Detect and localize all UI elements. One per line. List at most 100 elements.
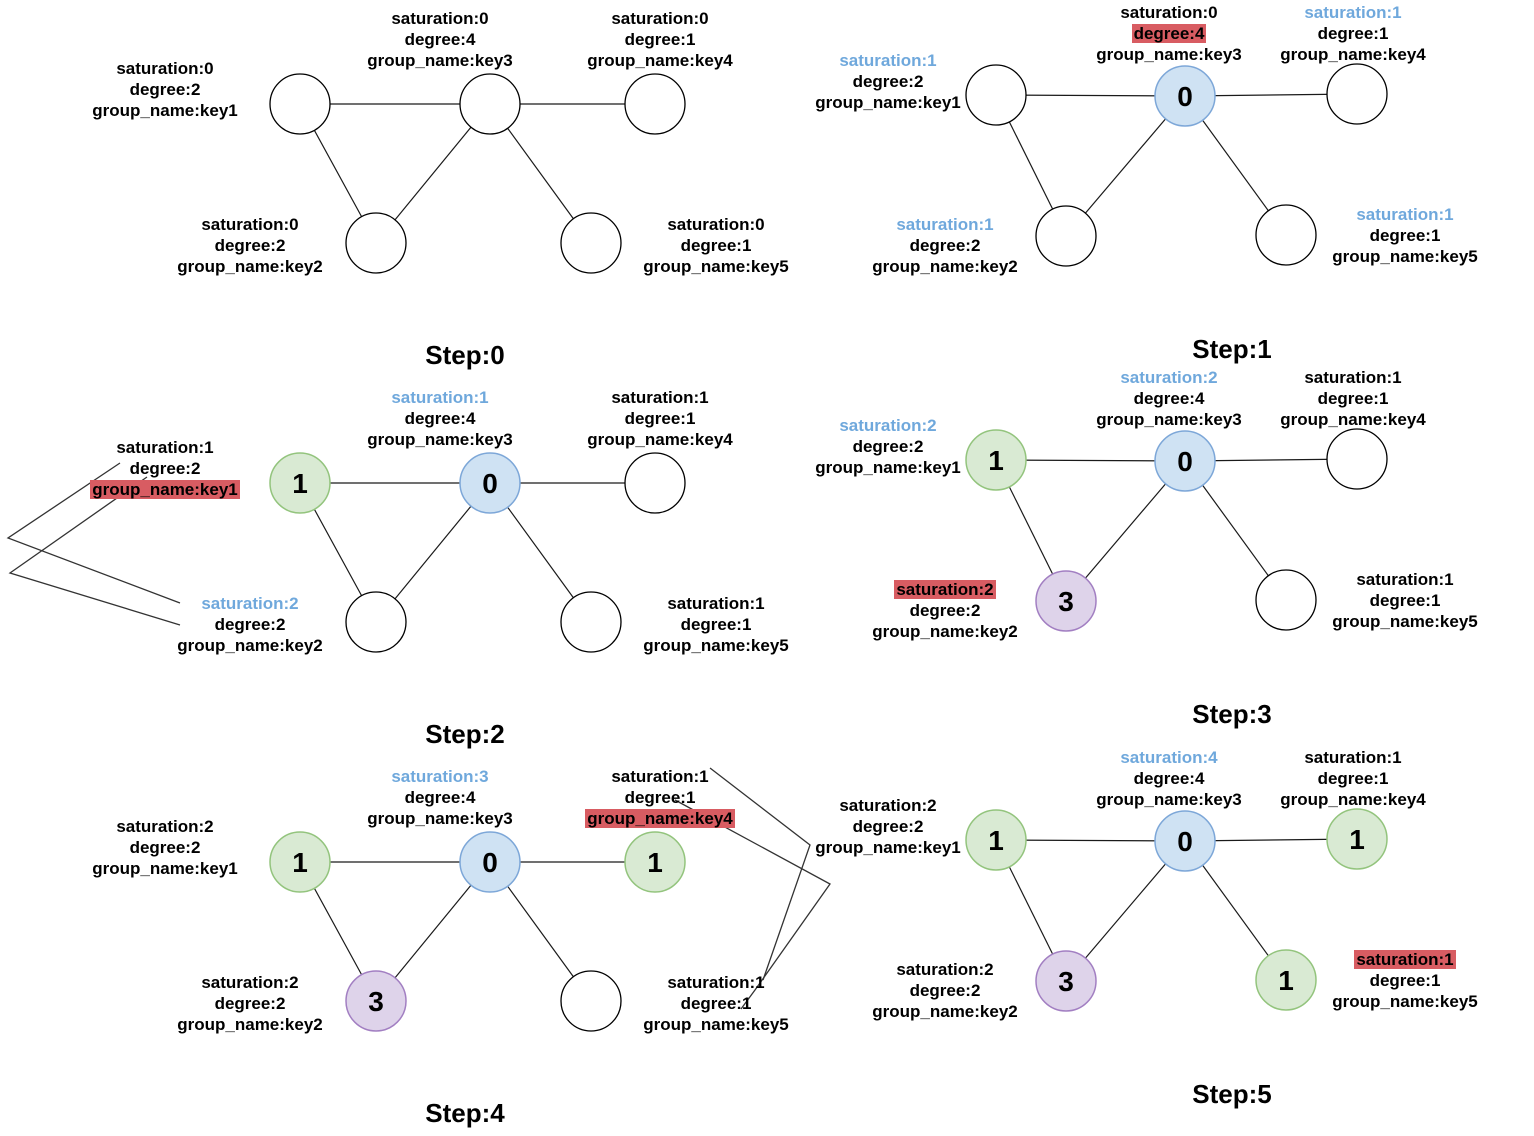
label-line-group_name: group_name:key5 — [1332, 992, 1478, 1011]
label-line-group_name: group_name:key2 — [872, 1002, 1018, 1021]
graph-step-0 — [269, 73, 686, 274]
label-line-group_name: group_name:key4 — [587, 430, 733, 449]
label-line-saturation: saturation:2 — [839, 416, 937, 435]
node-key1 — [965, 429, 1027, 491]
step-title: Step:2 — [425, 719, 504, 750]
label-line-degree: degree:1 — [1317, 24, 1389, 43]
label-line-saturation: saturation:1 — [839, 51, 937, 70]
step-title-text: Step:3 — [1192, 699, 1272, 729]
label-line-saturation: saturation:2 — [839, 796, 937, 815]
label-line-group_name: group_name:key3 — [367, 430, 513, 449]
node-key5 — [1255, 204, 1317, 266]
label-line-degree: degree:1 — [1369, 226, 1441, 245]
label-line-degree: degree:2 — [214, 994, 286, 1013]
label-line-group_name: group_name:key4 — [1280, 790, 1426, 809]
node-key5 — [560, 970, 622, 1032]
node-key4 — [1326, 63, 1388, 125]
label-line-saturation: saturation:1 — [1356, 205, 1454, 224]
label-line-saturation: saturation:1 — [1354, 950, 1456, 969]
node-key2 — [1035, 570, 1097, 632]
node-key1 — [965, 809, 1027, 871]
label-line-saturation: saturation:1 — [1304, 3, 1402, 22]
node-key1-color-value: 1 — [292, 468, 308, 499]
label-line-group_name: group_name:key4 — [587, 51, 733, 70]
label-line-saturation: saturation:1 — [611, 767, 709, 786]
node-key2 — [1035, 950, 1097, 1012]
label-line-saturation: saturation:3 — [391, 767, 489, 786]
label-line-group_name: group_name:key1 — [92, 101, 238, 120]
label-line-degree: degree:1 — [624, 788, 696, 807]
node-key2-color-value: 3 — [1058, 966, 1074, 997]
label-line-degree: degree:2 — [852, 817, 924, 836]
label-line-group_name: group_name:key3 — [1096, 790, 1242, 809]
label-line-group_name: group_name:key3 — [1096, 410, 1242, 429]
node-key3 — [459, 452, 521, 514]
node-key2 — [345, 970, 407, 1032]
graph-step-1: 0 — [965, 63, 1388, 267]
step-title-text: Step:0 — [425, 340, 505, 370]
step-title-text: Step:2 — [425, 719, 505, 749]
label-line-degree: degree:2 — [852, 437, 924, 456]
label-line-degree: degree:1 — [1317, 769, 1389, 788]
label-line-degree: degree:2 — [852, 72, 924, 91]
node-key1-color-value: 1 — [292, 847, 308, 878]
label-line-degree: degree:1 — [1317, 389, 1389, 408]
label-line-group_name: group_name:key2 — [872, 622, 1018, 641]
step-title: Step:3 — [1192, 699, 1271, 730]
node-key1 — [965, 64, 1027, 126]
label-line-saturation: saturation:0 — [391, 9, 489, 28]
node-key1-color-value: 1 — [988, 445, 1004, 476]
label-line-degree: degree:4 — [404, 30, 476, 49]
label-line-saturation: saturation:1 — [611, 388, 709, 407]
label-line-group_name: group_name:key5 — [1332, 247, 1478, 266]
node-key3-color-value: 0 — [482, 468, 498, 499]
node-key3 — [459, 73, 521, 135]
label-line-group_name: group_name:key1 — [815, 458, 961, 477]
node-key4 — [624, 452, 686, 514]
node-key3-color-value: 0 — [482, 847, 498, 878]
label-line-degree: degree:4 — [404, 788, 476, 807]
node-key4-color-value: 1 — [647, 847, 663, 878]
label-line-saturation: saturation:0 — [611, 9, 709, 28]
label-line-degree: degree:4 — [1133, 769, 1205, 788]
label-line-saturation: saturation:1 — [896, 215, 994, 234]
label-line-degree: degree:2 — [129, 80, 201, 99]
label-line-degree: degree:2 — [129, 459, 201, 478]
step-title: Step:0 — [425, 340, 504, 371]
label-line-saturation: saturation:0 — [1120, 3, 1218, 22]
label-line-degree: degree:4 — [404, 409, 476, 428]
node-key3 — [1154, 810, 1216, 872]
node-key4 — [624, 831, 686, 893]
label-line-degree: degree:2 — [909, 236, 981, 255]
label-line-saturation: saturation:0 — [667, 215, 765, 234]
edge-key1-key3 — [995, 459, 1186, 462]
step-title-text: Step:1 — [1192, 334, 1272, 364]
edge-key1-key3 — [995, 94, 1186, 97]
label-line-degree: degree:1 — [680, 615, 752, 634]
node-key1-color-value: 1 — [988, 825, 1004, 856]
label-line-degree: degree:2 — [214, 236, 286, 255]
